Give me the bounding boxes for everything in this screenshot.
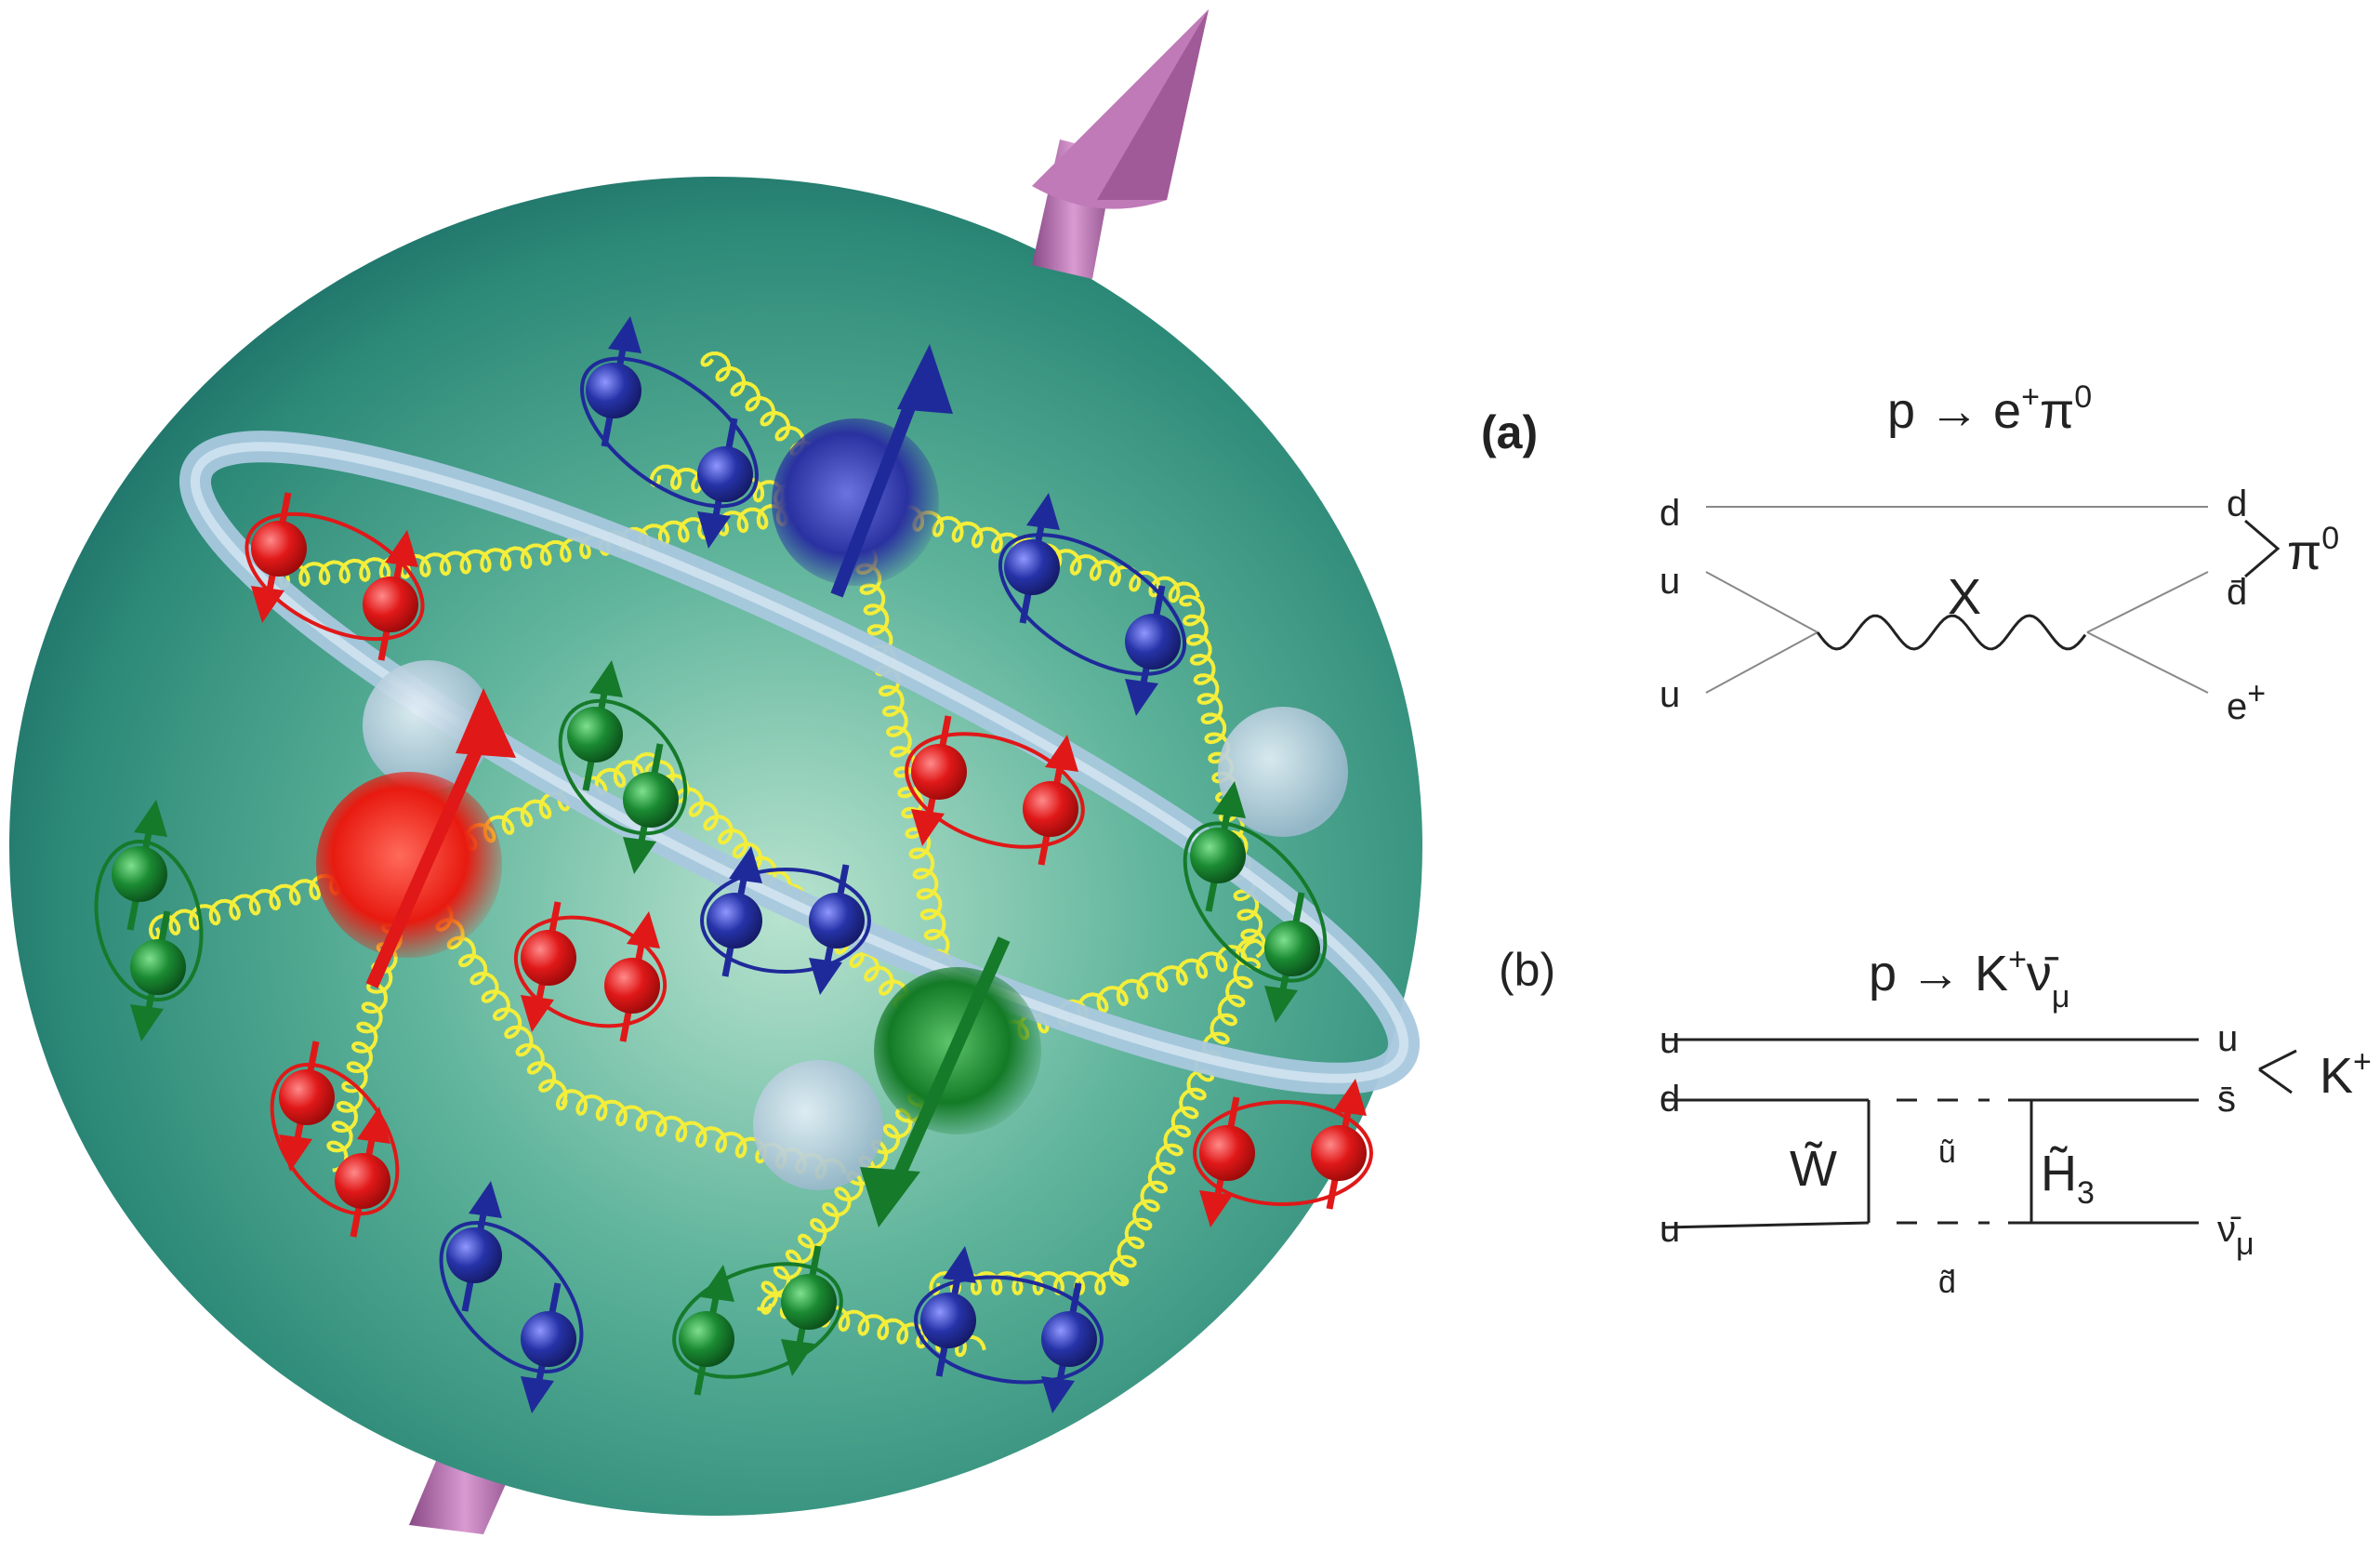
panel-b-higgsino-label: H̃3 [2041, 1146, 2095, 1211]
panel-b-lines [1663, 1038, 2297, 1229]
panel-b-title: p → K+ν̄μ [1869, 942, 2070, 1015]
quark-pair-red [1193, 1079, 1373, 1227]
panel-a-left-quark-3: u [1659, 674, 1680, 715]
quark-pair-red [513, 901, 668, 1042]
spin-axis-top [1032, 9, 1209, 279]
panel-a-feynman-diagram: (a) p → e+π0 d u u d d̄ e+ π0 X [1481, 379, 2339, 727]
panel-b-squark-down: d̃ [1938, 1265, 1956, 1300]
quark-pair-blue [998, 493, 1187, 716]
panel-b-wino-label: W̃ [1790, 1141, 1837, 1197]
panel-b-feynman-diagram: (b) p → K+ν̄μ u d u u s̄ ν̄μ K+ W̃ ũ d̃ … [1499, 942, 2372, 1300]
quark-pair-red [245, 492, 425, 661]
quark-pair-green [1183, 781, 1328, 1023]
panel-b-right-quark-2: s̄ [2217, 1079, 2236, 1120]
gluon-spring [278, 546, 531, 589]
quark-pair-blue [580, 316, 759, 549]
panel-a-right-quark-1: d [2227, 484, 2247, 524]
panel-a-meson: π0 [2287, 521, 2339, 580]
panel-b-squark-up: ũ [1938, 1134, 1956, 1170]
panel-a-x-boson-line [1816, 614, 2087, 651]
panel-b-right-quark-1: u [2217, 1018, 2238, 1059]
quark-pair-blue [700, 846, 871, 995]
quark-pair-red [270, 1041, 400, 1238]
gluon-spring [1108, 938, 1261, 1287]
panel-a-lines [1705, 506, 2209, 694]
panel-a-right-lepton: e+ [2227, 676, 2266, 727]
panel-b-right-neutrino: ν̄μ [2217, 1209, 2254, 1262]
quark-pair-green [94, 800, 204, 1041]
panel-b-left-quark-3: u [1659, 1209, 1680, 1250]
quark-pair-red [905, 715, 1085, 866]
valence-quark-green [860, 936, 1041, 1227]
proton-illustration [9, 9, 1422, 1534]
quark-pairs [94, 316, 1373, 1413]
quark-pair-blue [439, 1181, 584, 1413]
panel-a-pion-bracket [2244, 519, 2281, 578]
panel-a-title: p → e+π0 [1887, 379, 2092, 439]
panel-a-tag: (a) [1481, 406, 1538, 458]
valence-quark-blue [772, 344, 953, 598]
quark-pair-green [558, 660, 688, 874]
panel-a-right-quark-2: d̄ [2227, 572, 2247, 613]
panel-a-left-quark-1: d [1659, 493, 1680, 534]
panel-a-left-quark-2: u [1659, 561, 1680, 602]
panel-b-tag: (b) [1499, 944, 1555, 996]
panel-b-kaon: K+ [2320, 1044, 2372, 1104]
quark-pair-green [672, 1245, 843, 1396]
quark-pair-blue [914, 1246, 1104, 1413]
valence-quark-red [316, 688, 516, 988]
panel-b-squark-lines [1897, 1098, 1990, 1225]
